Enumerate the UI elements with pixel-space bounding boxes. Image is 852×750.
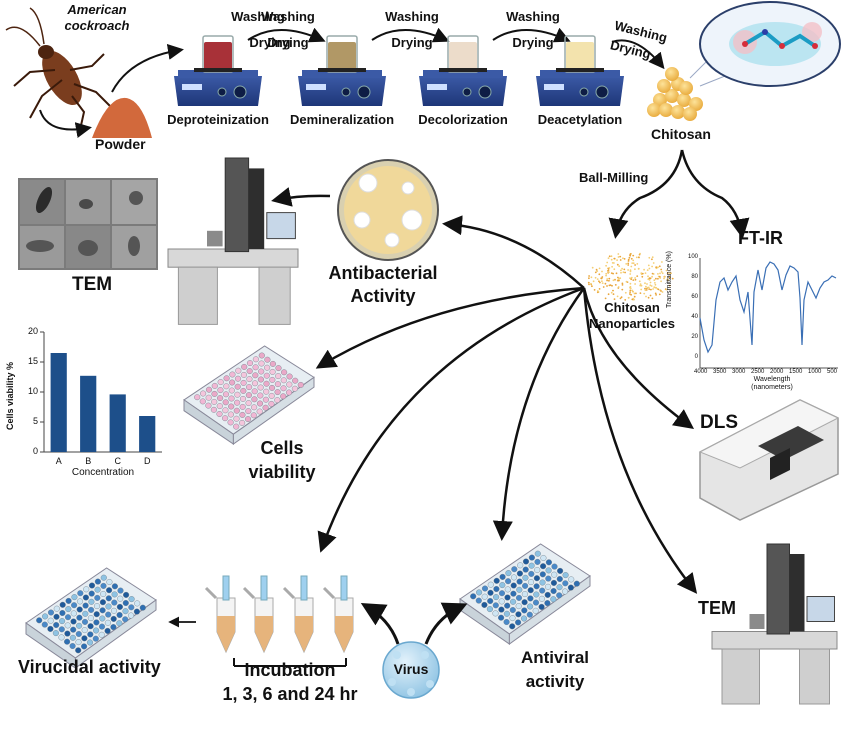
petri-dish-illustration: [337, 159, 439, 261]
step-label-2: Demineralization: [289, 112, 395, 127]
magnetic-stirrer-1: [174, 35, 262, 106]
tube-1: [204, 575, 236, 654]
tube-2: [242, 575, 274, 654]
bar-B: [80, 375, 97, 452]
arrow-step-1: [247, 27, 326, 43]
bar-A: [50, 353, 67, 452]
powder-label: Powder: [95, 136, 146, 152]
nanoparticle-cloud-icon: [587, 252, 674, 301]
ftir-ytick: 40: [691, 314, 698, 320]
ftir-xtick: 2500: [751, 369, 765, 375]
ftir-xtick: 3500: [713, 369, 727, 375]
drying-label-4: Drying: [512, 35, 554, 50]
arrow-step-3: [492, 27, 571, 43]
ftir-spectrum-line: [699, 261, 837, 354]
virus-label: Virus: [393, 661, 429, 677]
step-label-4: Deacetylation: [537, 112, 623, 127]
step-label-1: Deproteinization: [167, 112, 269, 127]
arrow-virus-to-antiviral: [424, 602, 468, 645]
drying-label-1: Drying: [249, 35, 291, 50]
electron-microscope-bottom-icon: [711, 543, 838, 705]
washing-label-4: Washing: [506, 9, 560, 24]
washing-label-2: Washing: [261, 9, 315, 24]
virus-icon: [382, 641, 440, 699]
ftir-xtick: 3000: [732, 369, 746, 375]
magnetic-stirrer-2: [298, 35, 386, 106]
cells-viability-bar-chart: [40, 331, 162, 453]
tem-micrograph-grid: [18, 178, 158, 270]
bar-ytick-label: 20: [27, 326, 38, 336]
incubation-times: 1, 3, 6 and 24 hr: [222, 684, 358, 704]
arrow-step-2: [371, 27, 450, 43]
dls-instrument-icon: [698, 399, 840, 521]
bar-D: [139, 416, 156, 452]
drying-label-3: Drying: [391, 35, 433, 50]
ftir-xlabel: Wavelength(nanometers): [751, 376, 793, 391]
bar-C: [109, 394, 126, 452]
tube-3: [282, 575, 314, 654]
bar-ylabel: Cells viability %: [5, 361, 15, 430]
ftir-xtick: 1000: [808, 369, 822, 375]
virucidal-well-plate-icon: [25, 567, 157, 669]
ftir-xtick: 4000: [694, 369, 708, 375]
arrow-to-chitosan: [611, 39, 665, 70]
arrow-to-tem-top: [271, 187, 331, 207]
drying-label-2: Drying: [267, 35, 309, 50]
antiviral-well-plate-icon: [459, 543, 591, 645]
ftir-xtick: 500: [827, 369, 838, 375]
bar-xtick-label: C: [114, 456, 122, 466]
ftir-title: FT-IR: [738, 228, 783, 248]
arrow-to-nanoparticles: [608, 149, 684, 239]
powder-pile-icon: [92, 97, 152, 138]
bar-xlabel: Concentration: [71, 467, 135, 478]
ftir-ytick: 60: [691, 294, 698, 300]
arrow-virus-to-tubes: [360, 602, 400, 645]
incubation-title: Incubation: [244, 660, 336, 680]
dls-label: DLS: [700, 412, 738, 433]
incubation-tubes: [204, 575, 354, 654]
arrow-cockroach-to-powder: [39, 109, 92, 138]
arrow-powder-to-process: [111, 44, 184, 93]
bar-ytick-label: 0: [32, 446, 38, 456]
ftir-ytick: 80: [691, 274, 698, 280]
bar-xtick-label: B: [85, 456, 92, 466]
bar-ytick-label: 15: [27, 356, 38, 366]
washing-label-1: Washing: [231, 9, 285, 24]
bar-ytick-label: 5: [32, 416, 38, 426]
magnetic-stirrer-3: [419, 35, 507, 106]
tem-top-label: TEM: [72, 274, 113, 295]
ftir-ytick: 100: [687, 254, 698, 260]
magnetic-stirrer-4: [536, 35, 624, 106]
hub-arrows: [315, 215, 698, 594]
bar-xtick-label: A: [55, 456, 62, 466]
cockroach-illustration: [5, 7, 111, 131]
tube-4: [322, 575, 354, 654]
cell-well-plate-icon: [183, 345, 315, 445]
ball-milling-label: Ball-Milling: [579, 170, 649, 185]
bar-ytick-label: 10: [27, 386, 38, 396]
arrow-to-ftir: [680, 149, 750, 239]
step-label-3: Decolorization: [418, 112, 508, 127]
chitosan-pile-icon: [647, 67, 703, 121]
electron-microscope-top-icon: [167, 157, 299, 325]
washing-label-3: Washing: [385, 9, 439, 24]
virucidal-label: Virucidal activity: [18, 657, 161, 677]
chitosan-label: Chitosan: [651, 126, 711, 142]
ftir-xtick: 2000: [770, 369, 784, 375]
ftir-ytick: 0: [694, 354, 698, 360]
ftir-spectrum-plot: [699, 258, 838, 369]
ftir-ytick: 20: [691, 334, 698, 340]
chitosan-molecule-bubble: [689, 1, 841, 87]
bar-xtick-label: D: [144, 456, 151, 466]
tem-bottom-label: TEM: [698, 598, 736, 618]
ftir-xtick: 1500: [789, 369, 803, 375]
ftir-ylabel: Transmittance (%): [666, 251, 673, 308]
